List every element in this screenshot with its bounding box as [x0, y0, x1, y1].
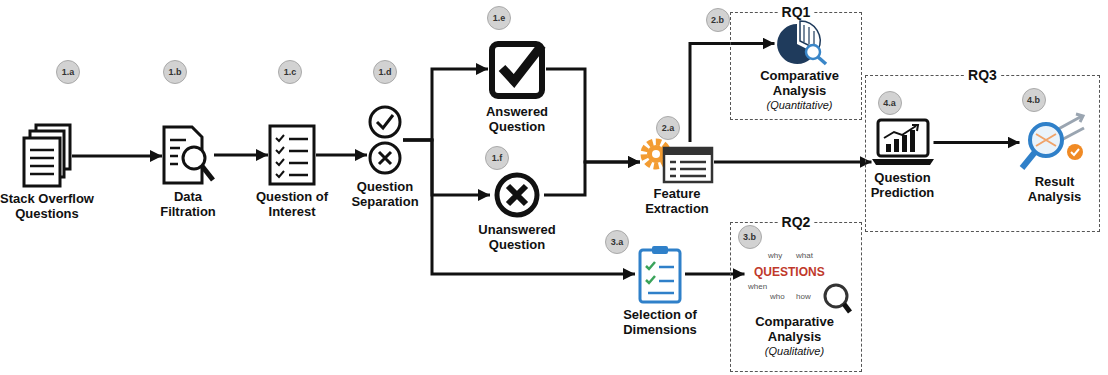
- step-note: (Quantitative): [745, 98, 855, 113]
- flow-arrow: [544, 162, 640, 195]
- answered-icon: [492, 44, 542, 96]
- answered-step: 1.eAnswered Question: [488, 38, 546, 100]
- flow-arrow: [685, 273, 745, 276]
- separation-step: 1.dQuestion Separation: [367, 105, 403, 175]
- flow-arrow: [403, 140, 635, 274]
- rq-box: RQ12.bComparative Analysis(Quantitative): [730, 12, 862, 120]
- flow-arrow: [316, 154, 367, 157]
- rq-heading: RQ3: [965, 67, 1000, 83]
- step-label: Answered Question: [477, 104, 557, 134]
- step-caption: Question Prediction: [863, 170, 943, 200]
- rq-heading: RQ1: [779, 4, 814, 20]
- callout-number: 4.b: [1022, 88, 1046, 112]
- flow-arrow: [403, 69, 488, 140]
- rq-box: RQ34.aQuestion Prediction4.bResult Analy…: [865, 75, 1100, 232]
- clipboard-icon: [640, 246, 680, 302]
- callout-number: 1.a: [56, 60, 80, 84]
- flow-arrow: [546, 69, 640, 162]
- callout-number: 3.a: [605, 230, 629, 254]
- step-caption: Unanswered Question: [469, 222, 565, 252]
- flow-arrow: [72, 155, 162, 158]
- step-label: Stack Overflow Questions: [0, 191, 102, 221]
- unanswered-step: 1.fUnanswered Question: [490, 172, 544, 218]
- callout-number: 3.b: [738, 225, 762, 249]
- unanswered-icon: [497, 175, 537, 215]
- prediction-step: 4.aQuestion Prediction: [872, 120, 934, 166]
- step-caption: Answered Question: [477, 104, 557, 134]
- filter-icon: [164, 127, 213, 183]
- flow-arrow: [934, 141, 1020, 144]
- step-caption: Comparative Analysis(Qualitative): [740, 314, 850, 359]
- rq-heading-row: RQ1: [731, 3, 861, 21]
- step-label: Question Prediction: [863, 170, 943, 200]
- dimension-step: 3.aSelection of Dimensions: [635, 245, 685, 303]
- word-cloud-word: what: [796, 252, 813, 260]
- step-caption: Question of Interest: [252, 189, 332, 219]
- flow-arrow: [690, 44, 775, 143]
- checklist-icon: [270, 126, 314, 184]
- word-cloud-title: QUESTIONS: [754, 266, 825, 278]
- step-label: Question of Interest: [252, 189, 332, 219]
- step-caption: Feature Extraction: [635, 186, 719, 216]
- step-note: (Qualitative): [740, 344, 850, 359]
- interest-step: 1.cQuestion of Interest: [268, 125, 316, 185]
- source-docs: 1.aStack Overflow Questions: [22, 125, 72, 187]
- callout-number: 2.a: [656, 116, 680, 140]
- documents-icon: [24, 125, 70, 186]
- flow-arrow: [214, 154, 268, 157]
- result-step: 4.bResult Analysis: [1020, 112, 1090, 170]
- step-label: Question Separation: [343, 179, 427, 209]
- callout-number: 1.e: [487, 6, 511, 30]
- step-caption: Stack Overflow Questions: [0, 191, 102, 221]
- word-cloud-word: when: [748, 283, 767, 291]
- laptop-icon: [872, 120, 934, 165]
- callout-number: 1.d: [373, 60, 397, 84]
- rq-heading: RQ2: [779, 214, 814, 230]
- rq-heading-row: RQ3: [866, 66, 1099, 84]
- flow-arrow: [403, 140, 490, 195]
- step-label: Comparative Analysis: [745, 68, 855, 98]
- flow-arrow: [714, 161, 872, 164]
- pie-chart-icon: [777, 21, 826, 64]
- feature-extraction-icon: [644, 142, 712, 182]
- analysis-step: 3.bComparative Analysis(Qualitative): [745, 248, 845, 310]
- callout-number: 2.b: [706, 8, 730, 32]
- filter-step: 1.bData Filtration: [162, 125, 214, 185]
- step-caption: Comparative Analysis(Quantitative): [745, 68, 855, 113]
- step-label: Comparative Analysis: [740, 314, 850, 344]
- step-caption: Selection of Dimensions: [615, 307, 705, 337]
- step-caption: Result Analysis: [1015, 174, 1095, 204]
- word-cloud-word: how: [796, 293, 811, 301]
- step-caption: Data Filtration: [148, 189, 228, 219]
- callout-number: 1.f: [485, 146, 509, 170]
- step-label: Selection of Dimensions: [615, 307, 705, 337]
- step-label: Unanswered Question: [469, 222, 565, 252]
- callout-number: 1.b: [163, 60, 187, 84]
- step-label: Data Filtration: [148, 189, 228, 219]
- word-cloud-word: why: [768, 252, 782, 260]
- separation-icon: [370, 107, 400, 173]
- step-caption: Question Separation: [343, 179, 427, 209]
- word-cloud-word: who: [770, 293, 785, 301]
- callout-number: 4.a: [878, 91, 902, 115]
- step-label: Result Analysis: [1015, 174, 1095, 204]
- result-analysis-icon: [1022, 114, 1084, 168]
- step-label: Feature Extraction: [635, 186, 719, 216]
- magnifier-icon: [825, 285, 850, 312]
- analysis-step: 2.bComparative Analysis(Quantitative): [775, 24, 825, 64]
- callout-number: 1.c: [278, 60, 302, 84]
- feature-step: 2.aFeature Extraction: [640, 142, 714, 182]
